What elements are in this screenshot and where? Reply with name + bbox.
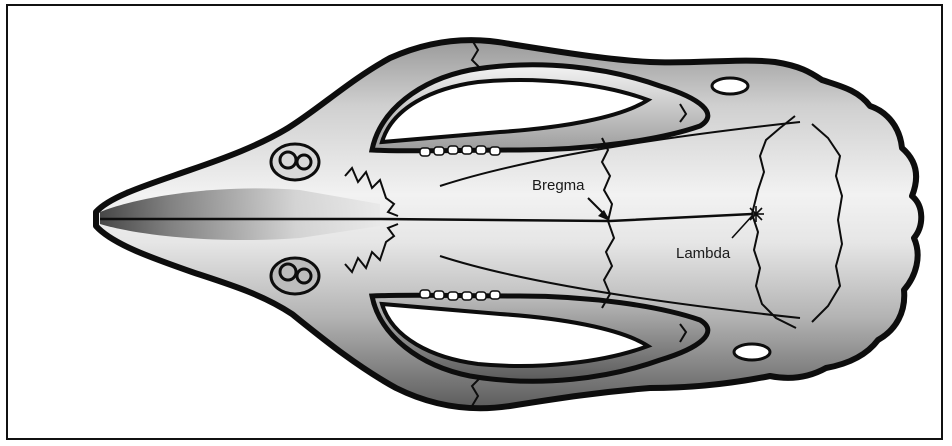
upper-nasal-foramen — [271, 144, 319, 180]
lambda-star-icon — [748, 206, 764, 222]
upper-squamosal-feature — [712, 78, 748, 94]
lower-squamosal-feature — [734, 344, 770, 360]
lambda-label: Lambda — [676, 245, 731, 262]
bregma-label: Bregma — [532, 177, 585, 194]
lower-nasal-foramen — [271, 258, 319, 294]
